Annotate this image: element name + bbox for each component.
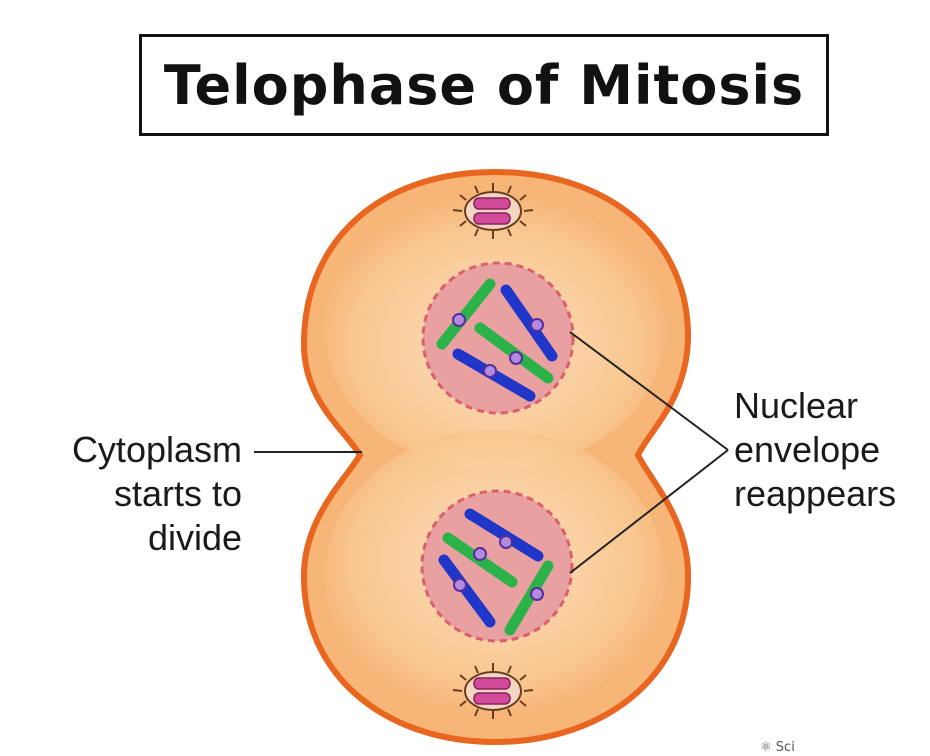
- nucleus-top: [423, 263, 573, 413]
- cytoplasm-label-line-3: divide: [72, 516, 242, 560]
- centromere: [453, 314, 465, 326]
- centromere: [510, 352, 522, 364]
- cytoplasm-label-line-2: starts to: [72, 472, 242, 516]
- centromere: [500, 536, 512, 548]
- credit-watermark: ⚛ Sci: [760, 740, 795, 755]
- nuclear-label-line-2: envelope: [734, 428, 896, 472]
- nuclear-label-line-3: reappears: [734, 472, 896, 516]
- cytoplasm-label-line-1: Cytoplasm: [72, 428, 242, 472]
- nuclear-label-line-1: Nuclear: [734, 384, 896, 428]
- centromere: [484, 365, 496, 377]
- centromere: [454, 579, 466, 591]
- centromere: [531, 319, 543, 331]
- nucleus-bottom: [422, 491, 572, 641]
- centromere: [474, 548, 486, 560]
- nuclear-envelope-label: Nuclear envelope reappears: [734, 384, 896, 516]
- atom-icon: ⚛: [760, 740, 772, 755]
- cytoplasm-label: Cytoplasm starts to divide: [72, 428, 242, 560]
- centromere: [531, 588, 543, 600]
- credit-text: Sci: [776, 740, 795, 755]
